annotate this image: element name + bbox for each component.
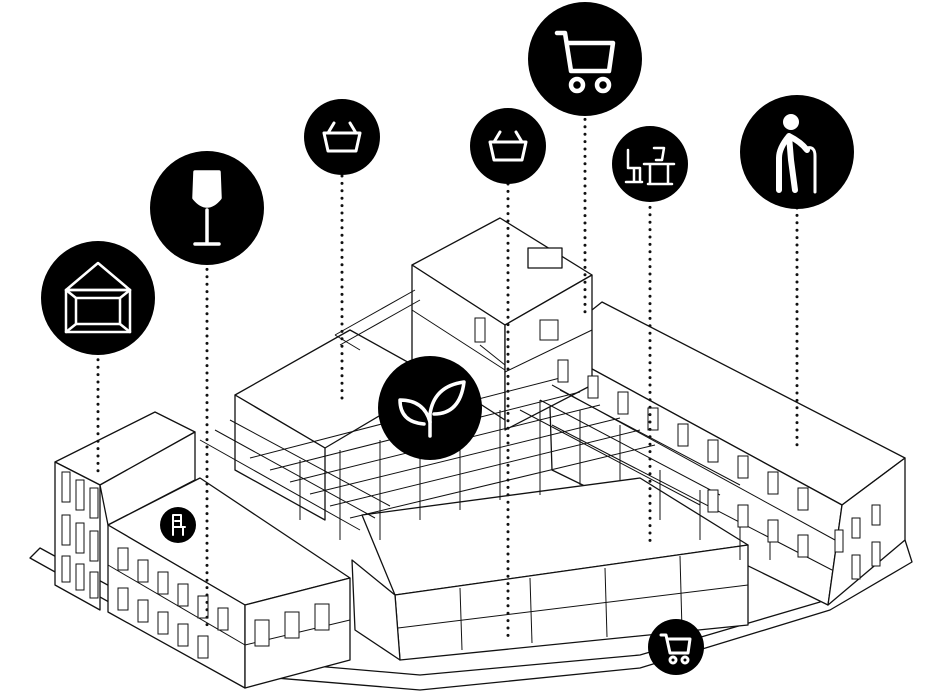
elderly-care-marker: [740, 95, 854, 209]
green-courtyard-marker: [378, 356, 482, 460]
furniture-marker: [160, 507, 196, 543]
shop-marker: [648, 619, 704, 675]
supermarket-marker: [528, 2, 642, 116]
market-2-marker: [470, 108, 546, 184]
housing-marker: [41, 241, 155, 355]
restaurant-marker: [150, 151, 264, 265]
roof-hatch: [528, 248, 562, 268]
office-marker: [612, 126, 688, 202]
market-1-marker: [304, 99, 380, 175]
